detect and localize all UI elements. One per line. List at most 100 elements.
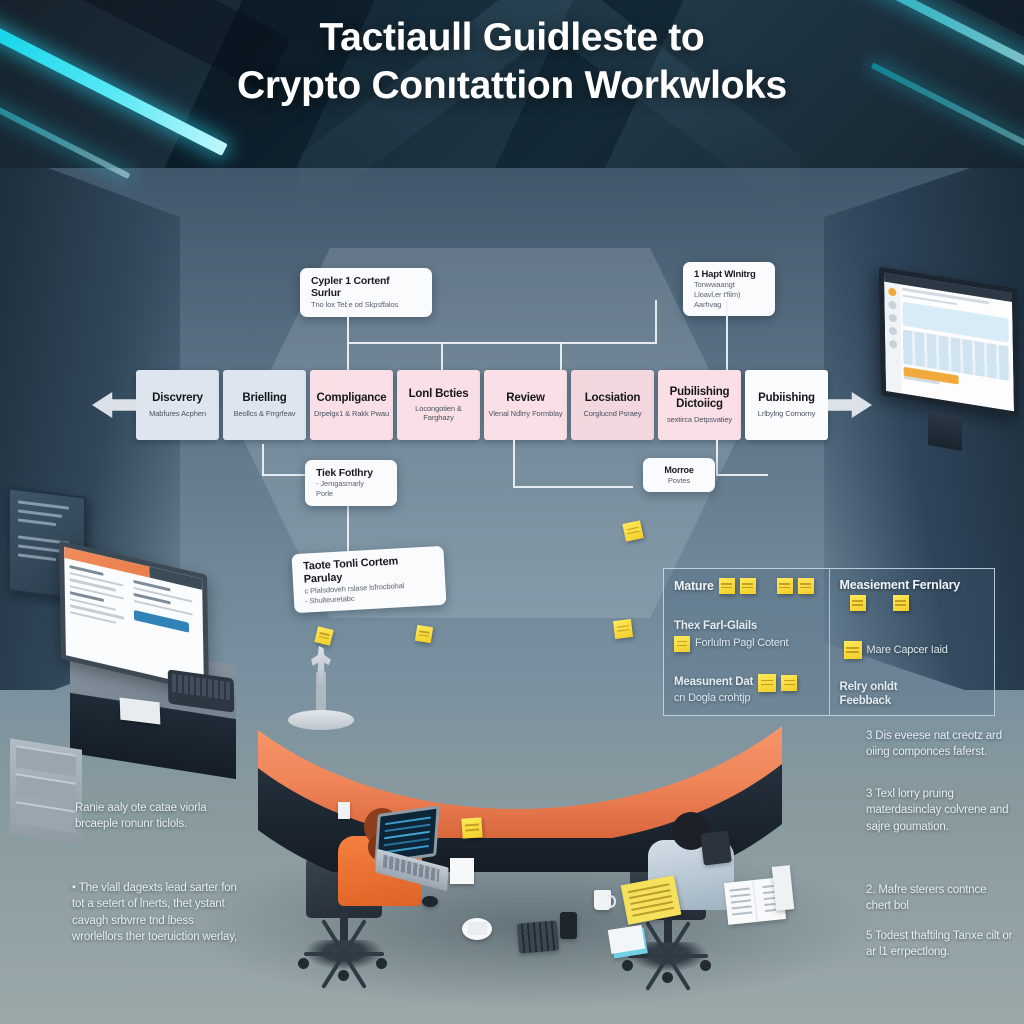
chair-caster: [622, 960, 633, 971]
screen-column-right: [132, 579, 198, 647]
connector-horizontal: [513, 486, 633, 488]
sticky-note-icon: [797, 578, 814, 594]
notepad: [338, 802, 350, 819]
info-right-block-2: Relry onldt Feebback: [840, 681, 985, 709]
paper-note: [450, 858, 474, 884]
info-right-block1: Mare Capcer Iaid: [866, 643, 948, 656]
cabinet-drawer[interactable]: [16, 801, 76, 833]
pipeline-stage[interactable]: Compligance Drpelgx1 & Rakk Pwau: [310, 370, 393, 440]
chair-caster: [298, 958, 309, 969]
callout-tick[interactable]: Tiek Fotlhry - Jemgasmarly Porle: [305, 460, 397, 506]
wall-monitor[interactable]: [878, 266, 1024, 463]
info-right-sticky-row: [849, 595, 985, 612]
stage-subtitle: Lrlbylng Cornorny: [757, 408, 816, 418]
coffee-mug-icon: [594, 890, 616, 910]
info-right-heading: Measiement Fernlary: [839, 578, 961, 592]
screen-column-left: [69, 565, 128, 631]
cabinet-drawer[interactable]: [16, 773, 76, 805]
laptop-icon[interactable]: [374, 805, 449, 892]
file-cabinet: [10, 738, 82, 846]
browser-page: [883, 272, 1015, 412]
monitor-screen[interactable]: [878, 266, 1020, 418]
connector-vertical: [262, 444, 264, 476]
info-left-block2-title: Measunent Dat: [674, 675, 754, 688]
sticky-note-icon: [758, 673, 777, 692]
connector-horizontal: [262, 474, 306, 476]
info-left-block2-sub: cn Dogla crohtjp: [674, 691, 751, 704]
connector-horizontal: [716, 474, 768, 476]
pipeline-stage[interactable]: Pubilishing Dictoiicg sextirca Detpsvati…: [658, 370, 741, 440]
stage-subtitle: Locongotien & Farghazy: [415, 404, 462, 423]
monitor-pole: [316, 672, 326, 714]
connector-vertical: [655, 300, 657, 344]
info-panel: Mature Thex Farl-Glails Forlulm Pagl Cot…: [663, 568, 995, 716]
sidebar-dot-icon: [888, 313, 897, 323]
sticky-note-icon: [739, 578, 756, 594]
pipeline-stage[interactable]: Pubiishing Lrlbylng Cornorny: [745, 370, 828, 440]
hero-facets: [0, 0, 1024, 168]
keypad-icon[interactable]: [516, 920, 560, 954]
pipeline-stage[interactable]: Brielling Beollcs & Frrgrfeav: [223, 370, 306, 440]
stage-title: Pubilishing Dictoiicg: [669, 385, 730, 411]
callout-how-working[interactable]: 1 Hapt Wlnitrg Tonwwaangt Lloavl,er t'fi…: [683, 262, 775, 317]
sticky-note-icon: [849, 595, 866, 612]
sticky-note-icon: [776, 578, 793, 594]
info-left-block1-title: Thex Farl-Glails: [674, 620, 758, 632]
poster-line: [18, 544, 63, 553]
sticky-note-icon: [612, 618, 634, 640]
connector-vertical: [347, 342, 349, 370]
sticky-note-icon: [622, 520, 644, 542]
sidebar-dot-icon: [888, 300, 897, 310]
pipeline-stage[interactable]: Locsiation Corglucnd Psraey: [571, 370, 654, 440]
phone-icon[interactable]: [422, 896, 438, 907]
monitor-base: [288, 710, 354, 730]
tablet-icon[interactable]: [700, 830, 732, 866]
stage-title: Discvrery: [152, 392, 203, 405]
left-workstation: [10, 540, 272, 846]
right-body-text-2: 3 Texl lorry pruing materdasinclay colvr…: [866, 788, 1009, 833]
poster-line: [18, 518, 57, 527]
blue-notebook: [610, 927, 648, 959]
right-body-text-1: 3 Dis eveese nat creotz ard oiing compon…: [866, 730, 1002, 759]
callout-taste[interactable]: Taote Tonli Cortem Parulay c Plalsdoveh …: [291, 545, 447, 614]
info-right-block2-line1: Relry onldt: [839, 681, 898, 694]
sticky-note-icon: [718, 578, 735, 594]
phone-icon[interactable]: [560, 912, 577, 939]
wall-right-edge: [824, 150, 1024, 710]
callout-morroe-title: Morroe: [664, 465, 694, 475]
cabinet-drawer[interactable]: [16, 745, 76, 777]
stage-title: Pubiishing: [758, 392, 815, 405]
sidebar-dot-icon: [889, 339, 898, 349]
page-main: [902, 287, 1010, 409]
sticky-note-icon: [843, 641, 862, 660]
pipeline-stage[interactable]: Discvrery Mabfures Acphen: [136, 370, 219, 440]
info-left-block1-row: Forlulm Pagl Cotent: [674, 635, 819, 652]
avatar: [888, 287, 897, 297]
callout-morroe-line-1: Povtes: [667, 475, 691, 485]
sticky-note-icon: [461, 817, 483, 839]
pipeline-stage[interactable]: Lonl Bcties Locongotien & Farghazy: [397, 370, 480, 440]
callout-cycle-title: Cypler 1 Cortenf Surlur: [311, 275, 390, 300]
callout-how-working-line-2: Lloavl,er t'film): [694, 289, 741, 299]
primary-button[interactable]: [133, 609, 190, 633]
sticky-note-icon: [674, 635, 690, 652]
connector-vertical: [441, 342, 443, 370]
info-left-heading-row: Mature: [674, 578, 819, 594]
stage-subtitle: Mabfures Acphen: [149, 408, 206, 418]
callout-cycle-line-1: Tno lox Tebe od Skpsffalos: [311, 299, 399, 309]
title-line-2: Crypto Conıtattion Workwloks: [237, 63, 787, 107]
arrow-right-icon: [828, 383, 872, 427]
callout-morroe[interactable]: Morroe Povtes: [643, 458, 715, 493]
sticky-note-icon: [892, 595, 909, 612]
stage-subtitle: Drpelgx1 & Rakk Pwau: [313, 408, 390, 418]
chair-caster: [376, 958, 387, 969]
callout-tick-line-2: Porle: [316, 489, 334, 499]
pipeline-stage[interactable]: Review Vlenal Ndlrry Formblay: [484, 370, 567, 440]
chair-caster: [338, 970, 349, 981]
connector-horizontal: [347, 342, 657, 344]
stage-subtitle: Vlenal Ndlrry Formblay: [488, 408, 563, 418]
connector-vertical: [726, 300, 728, 370]
desk-scene: [250, 646, 795, 1010]
callout-cycle[interactable]: Cypler 1 Cortenf Surlur Tno lox Tebe od …: [300, 268, 432, 317]
